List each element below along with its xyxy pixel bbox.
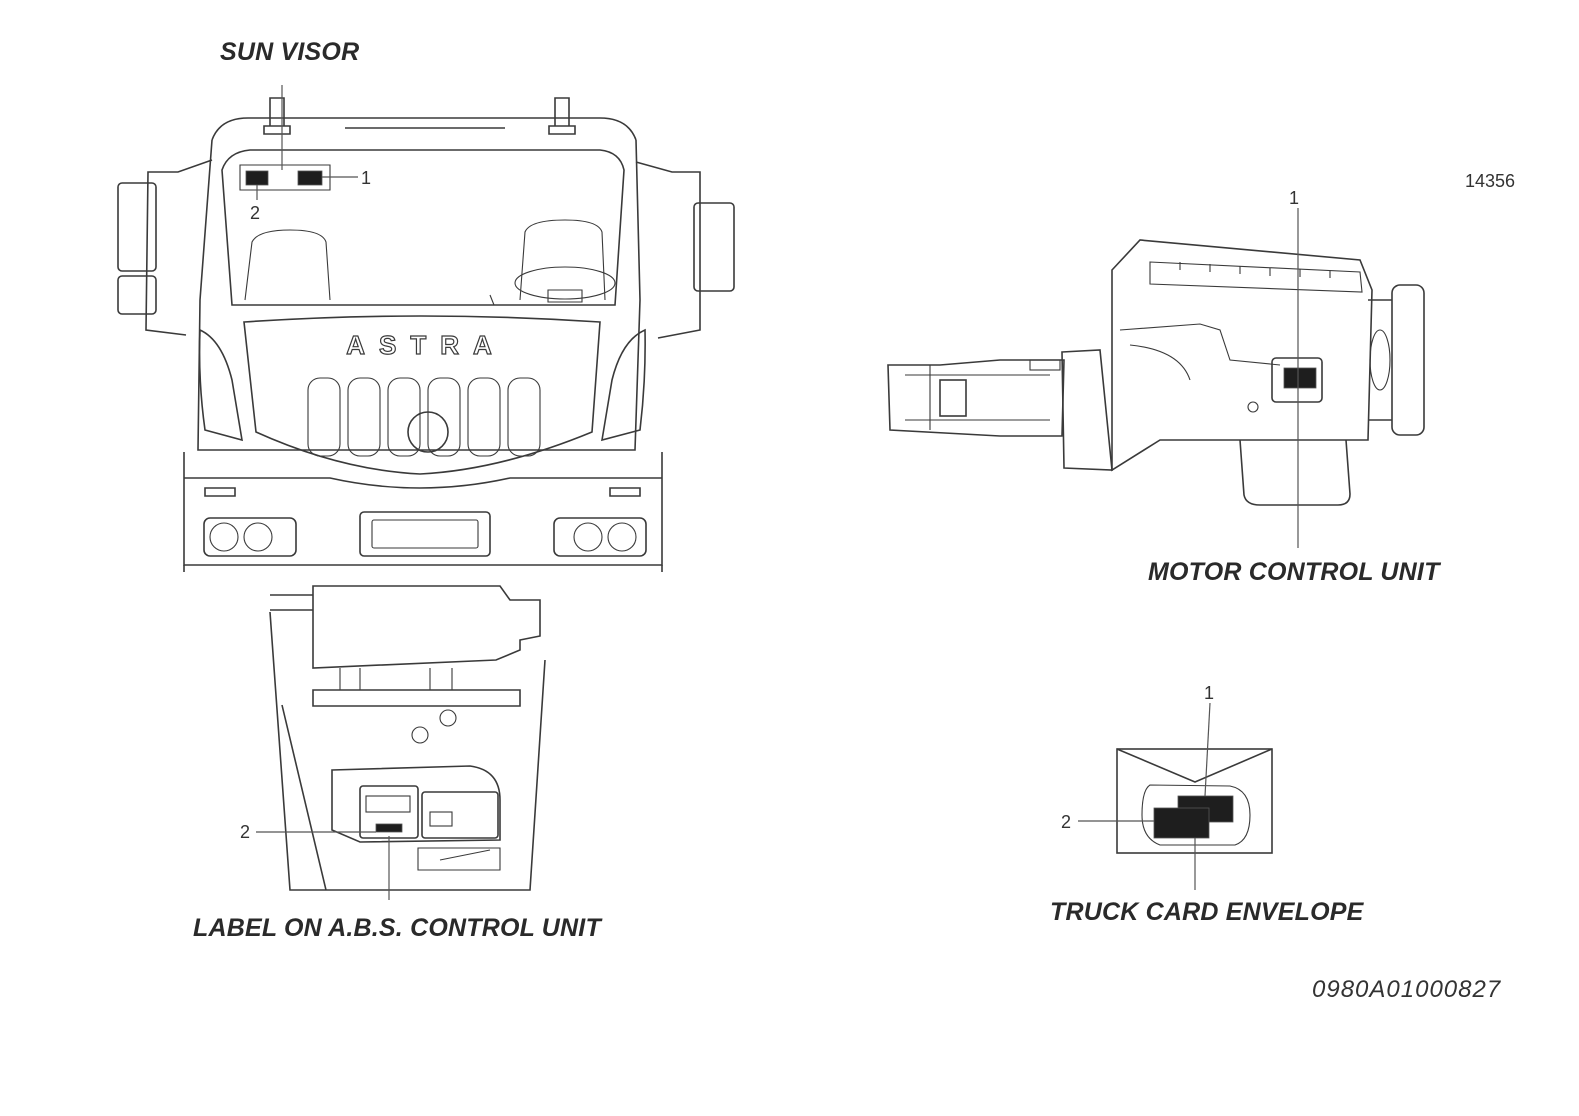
motor-callout-1: 1 [1289,188,1300,208]
figure-ref-number: 14356 [1465,171,1516,191]
truck-card-envelope-title: TRUCK CARD ENVELOPE [1050,898,1364,926]
sun-visor-callout-1: 1 [361,168,372,188]
drawing-code: 0980A01000827 [1312,976,1502,1003]
abs-unit-drawing [256,585,546,900]
sun-visor-title: SUN VISOR [220,38,360,66]
envelope-callout-2: 2 [1061,812,1072,832]
envelope-drawing [1078,702,1273,890]
abs-label-title: LABEL ON A.B.S. CONTROL UNIT [193,914,601,942]
abs-callout-2: 2 [240,822,251,842]
engine-drawing [887,208,1425,548]
envelope-callout-1: 1 [1204,683,1215,703]
truck-cab-drawing [117,85,735,572]
motor-control-unit-title: MOTOR CONTROL UNIT [1148,558,1440,586]
astra-grille-logo: ASTRA [346,329,506,360]
sun-visor-callout-2: 2 [250,203,261,223]
